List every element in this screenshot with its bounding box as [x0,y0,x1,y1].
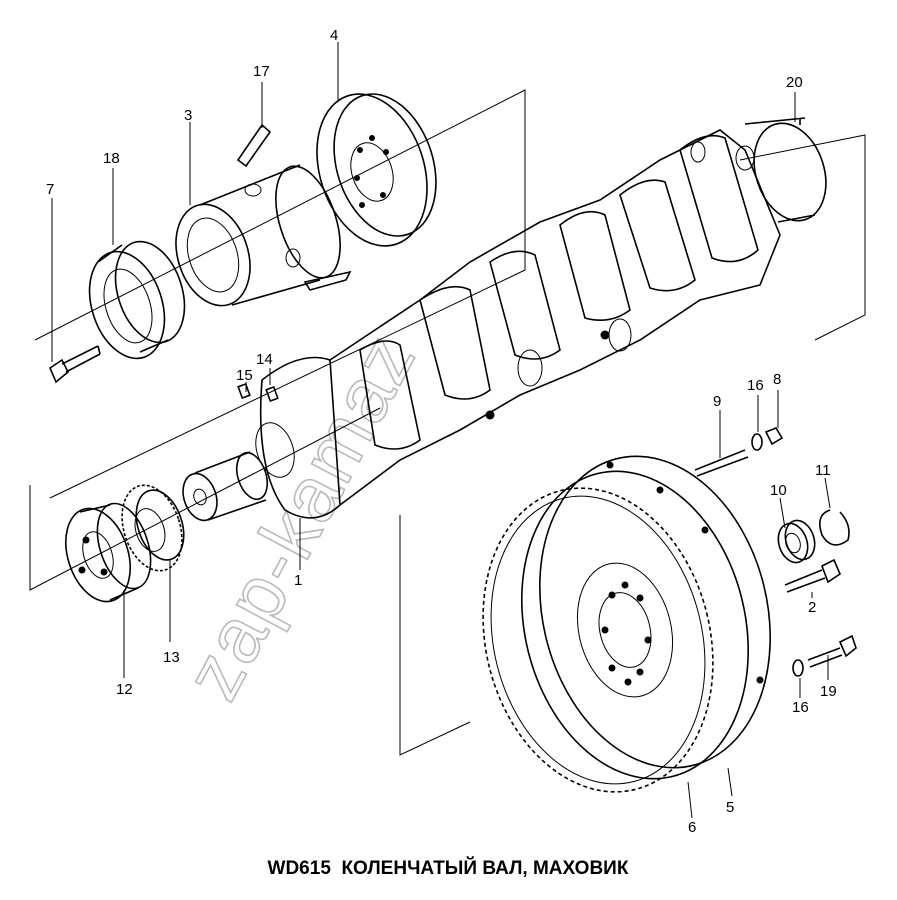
callout-16b: 16 [792,699,809,716]
stud-icon [694,449,749,477]
timing-gear-icon [121,484,185,572]
ring-gear-icon [482,487,714,793]
crank-frame-right [739,134,866,341]
callout-14: 14 [256,351,273,368]
bearing-icon [777,519,816,564]
callout-18: 17 [253,63,270,80]
callout-3: 3 [184,107,192,124]
pulley-icon [316,93,437,247]
page-title: WD615 КОЛЕНЧАТЫЙ ВАЛ, МАХОВИК [268,857,629,879]
callout-labels: 4 17 3 18 7 20 14 15 1 13 12 9 16 8 10 1… [46,27,837,836]
callout-17: 19 [820,683,837,700]
nut-icon [764,427,784,446]
bolt-2-icon [784,558,841,593]
callout-15: 15 [236,367,253,384]
callout-11: 11 [815,462,831,479]
crank-frame-panel [29,407,381,591]
flywheel-frame-panel [399,515,471,756]
front-ring-icon [88,240,186,360]
dowel-pin-icon [237,382,279,403]
flywheel-icon [520,455,771,780]
callout-20: 18 [103,150,120,167]
callout-13: 13 [163,649,180,666]
callout-9: 9 [713,393,721,410]
callout-7: 7 [46,181,54,198]
callout-5: 5 [726,799,734,816]
leader-lines [51,42,831,819]
callout-12: 12 [116,681,133,698]
snap-ring-icon [819,509,850,546]
front-hub-icon [175,123,352,307]
callout-2: 2 [808,599,816,616]
callout-6: 6 [688,819,696,836]
callout-8: 8 [773,371,781,388]
rear-hub-icon [65,502,152,603]
washer-icon [751,433,763,451]
bolt-icon [49,345,101,384]
bolt-17-icon [792,634,857,677]
callout-4: 4 [330,27,338,44]
callout-10: 10 [770,482,787,499]
callout-16a: 16 [747,377,764,394]
callout-19: 20 [786,74,803,91]
callout-1: 1 [294,572,302,589]
crankshaft-icon [182,117,827,522]
upper-frame-panel [34,89,526,499]
